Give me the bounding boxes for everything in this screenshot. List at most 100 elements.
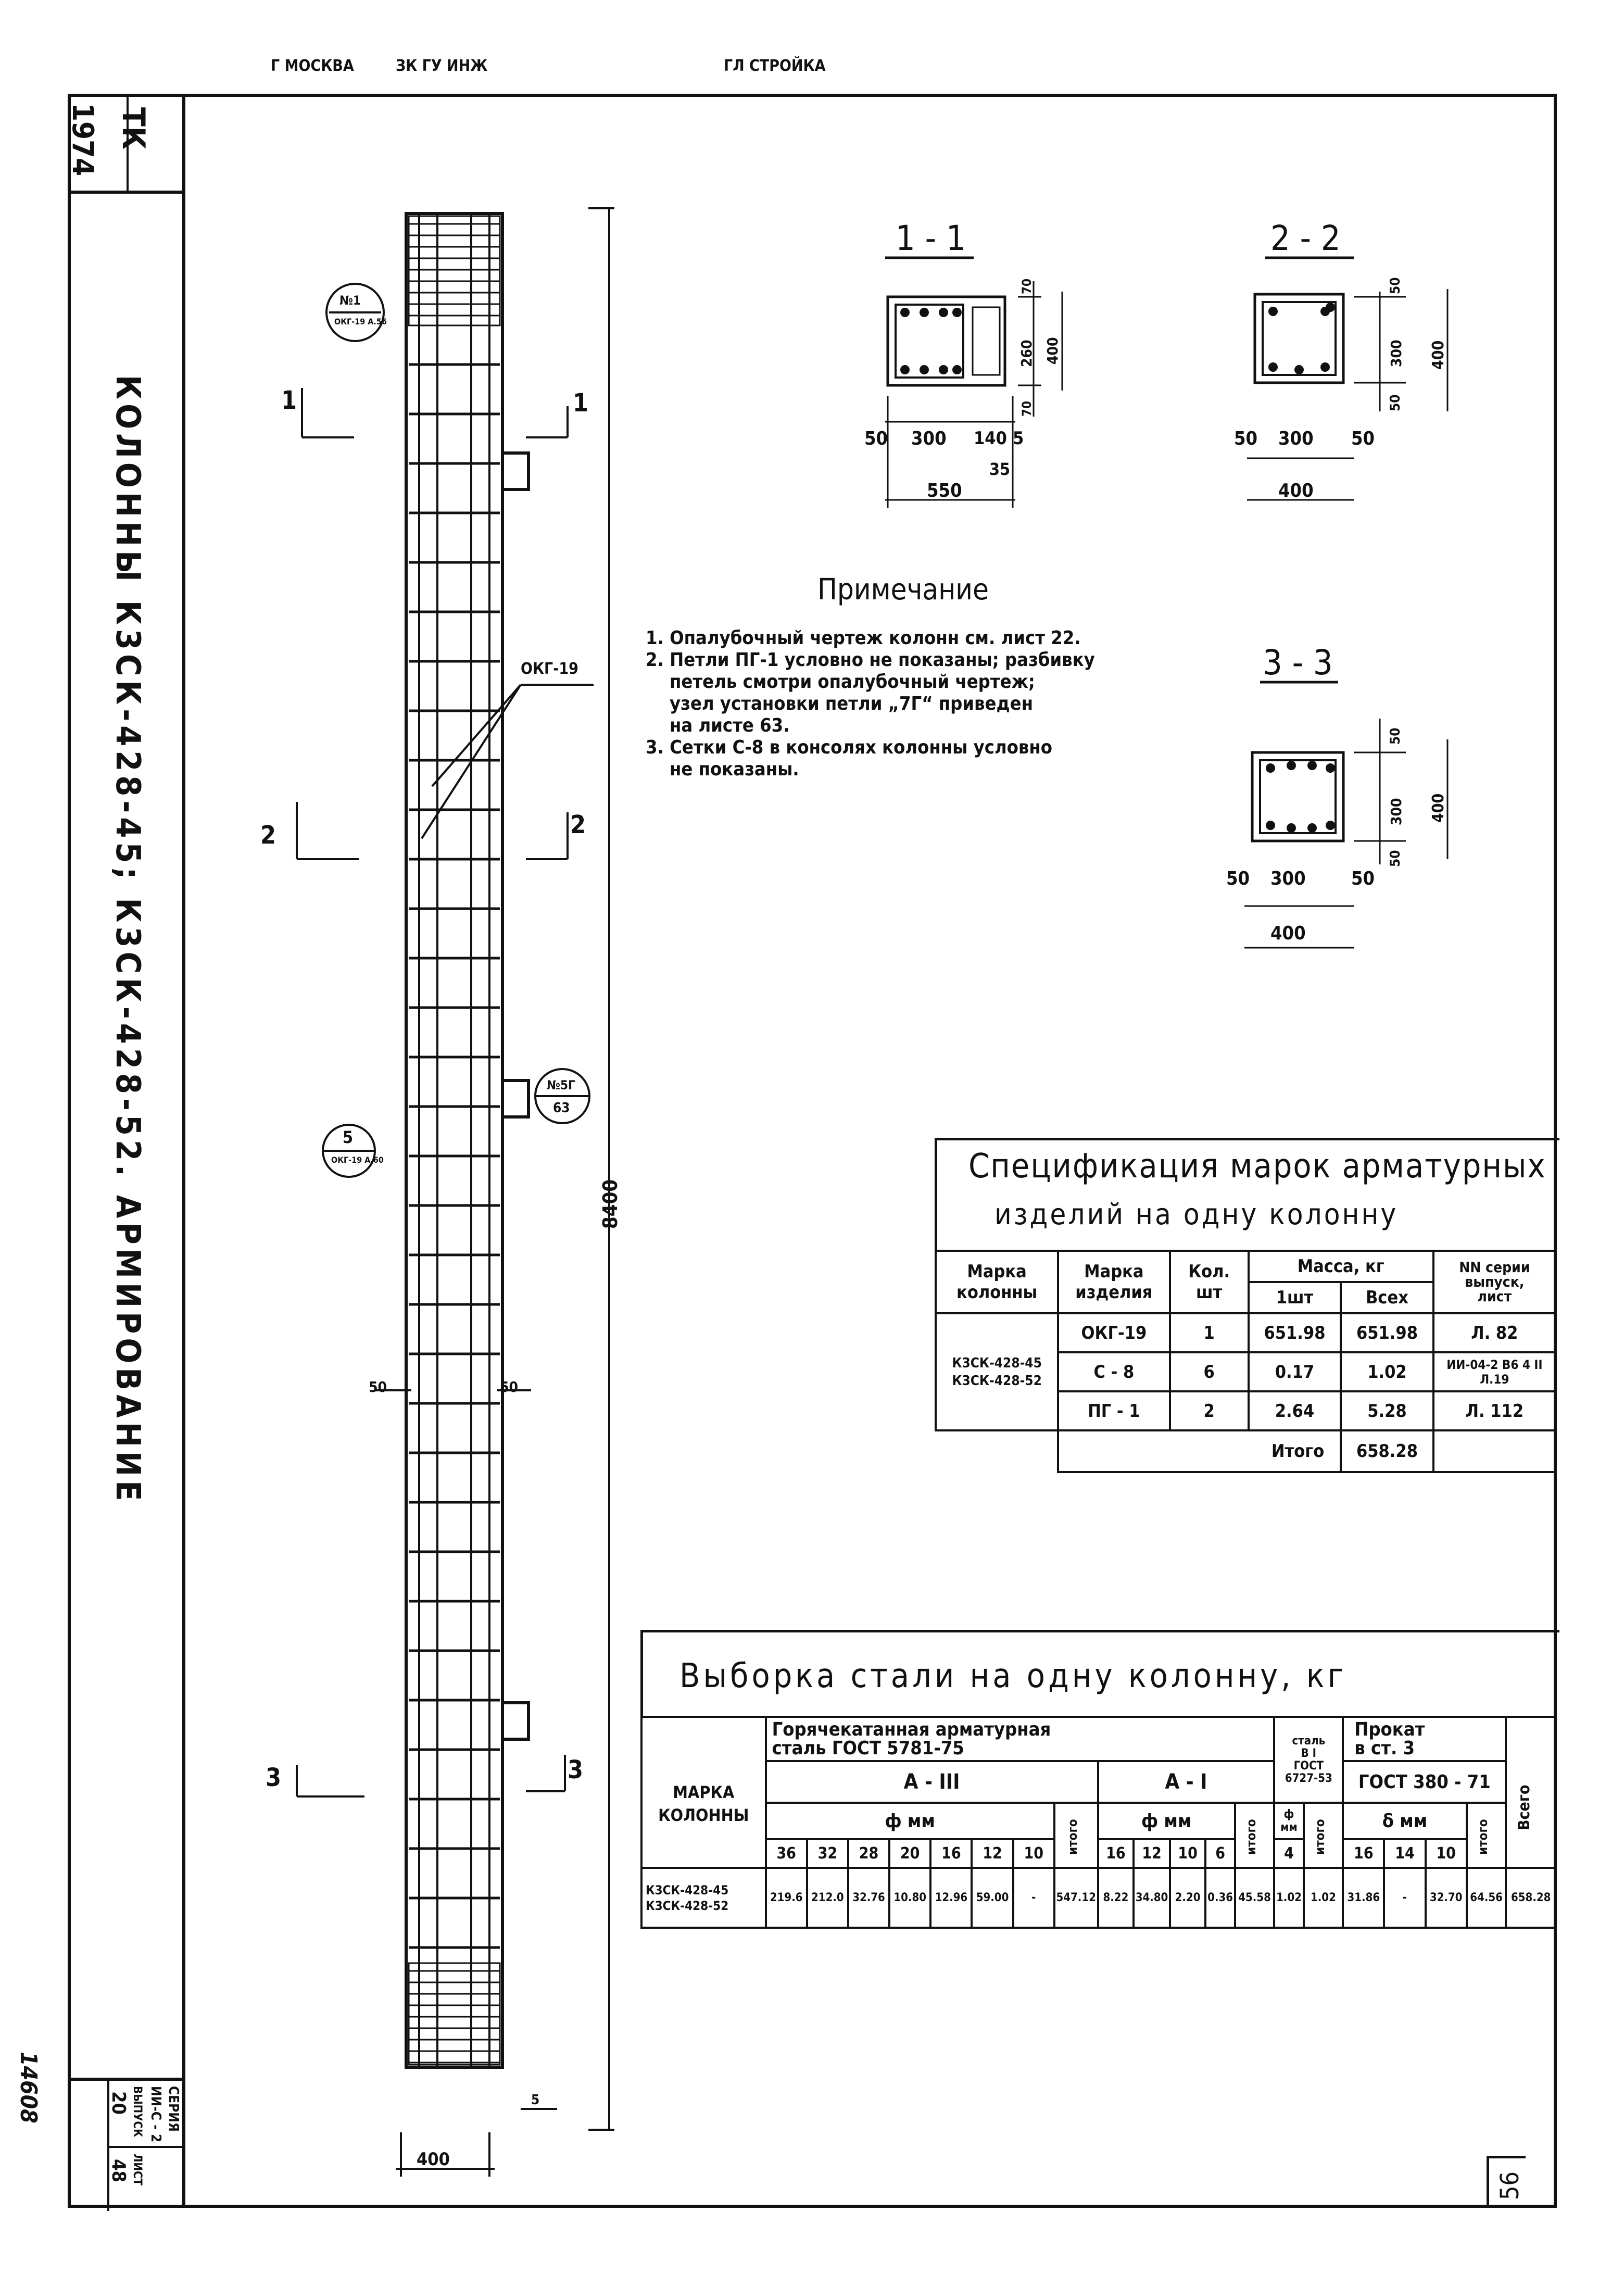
steel-h-a1: А - I <box>1097 1760 1276 1804</box>
node-callout-3-bottom: ОКГ-19 А.60 <box>331 1155 384 1165</box>
s11-dim-a: 50 <box>864 428 888 449</box>
stamp-series-label: СЕРИЯ <box>166 2086 181 2132</box>
table-row: С - 8 6 0.17 1.02 ИИ-04-2 В6 4 II Л.19 <box>936 1351 1557 1392</box>
s22-dim-right-b: 300 <box>1388 340 1405 367</box>
sheet-number: 56 <box>1495 2171 1525 2200</box>
stamp-series-value: ИИ-С - 2 <box>148 2086 163 2143</box>
steel-cell: 547.12 <box>1053 1867 1099 1929</box>
steel-cell: 34.80 <box>1132 1867 1171 1929</box>
table-row: ПГ - 1 2 2.64 5.28 Л. 112 <box>936 1390 1557 1431</box>
s22-dim-c: 50 <box>1351 428 1375 449</box>
s33-dim-right-a: 50 <box>1388 727 1403 745</box>
steel-cell: 212.0 <box>805 1867 849 1929</box>
notes-title: Примечание <box>817 573 989 607</box>
s33-dim-c: 50 <box>1351 868 1375 889</box>
s11-total-right: 400 <box>1044 337 1061 365</box>
steel-cell: 45.58 <box>1233 1867 1276 1929</box>
spec-title-line2: изделий на одну колонну <box>994 1198 1399 1232</box>
steel-diam: 12 <box>1132 1838 1171 1869</box>
node-callout-2-bottom: 63 <box>553 1100 570 1116</box>
s22-dim-b: 300 <box>1278 428 1314 449</box>
stamp-sheet-label: ЛИСТ <box>131 2154 144 2186</box>
spec-cell: 1 <box>1168 1312 1250 1353</box>
spec-cell: Л. 82 <box>1432 1312 1557 1353</box>
section-3-3-title: 3 - 3 <box>1263 643 1333 683</box>
s33-dim-b: 300 <box>1270 868 1306 889</box>
steel-cell: - <box>1012 1867 1055 1929</box>
node-callout-1-top: №1 <box>339 293 361 308</box>
steel-cell: 32.76 <box>847 1867 891 1929</box>
note-line: 2. Петли ПГ-1 условно не показаны; разби… <box>646 649 1095 671</box>
s11-dim-b: 300 <box>911 428 947 449</box>
spec-table-title-box: Спецификация марок арматурных изделий на… <box>935 1138 1559 1252</box>
steel-diam: 10 <box>1012 1838 1055 1869</box>
steel-cell: 10.80 <box>888 1867 932 1929</box>
note-line: 3. Сетки С-8 в консолях колонны условно <box>646 737 1053 758</box>
s11-dim-right-b: 260 <box>1018 340 1035 367</box>
spec-cell: 651.98 <box>1340 1312 1434 1353</box>
header-city: Г МОСКВА <box>271 57 354 75</box>
drawing-frame <box>68 94 1557 2208</box>
spec-total-label: Итого <box>1057 1429 1342 1473</box>
s22-dim-a: 50 <box>1234 428 1258 449</box>
header-org: ГЛ СТРОЙКА <box>724 57 826 75</box>
steel-diam: 6 <box>1204 1838 1236 1869</box>
node-callout-3-top: 5 <box>343 1127 354 1147</box>
section-2-right: 2 <box>570 810 586 839</box>
stamp-top: ТК 1974 <box>66 97 182 194</box>
s11-dim-right-c: 70 <box>1019 400 1034 417</box>
steel-cell: 64.56 <box>1465 1867 1507 1929</box>
steel-h-a1-phi: ф мм <box>1097 1802 1236 1840</box>
spec-cell: ПГ - 1 <box>1057 1390 1171 1431</box>
spec-title-line1: Спецификация марок арматурных <box>968 1147 1546 1186</box>
steel-h-a3: А - III <box>764 1760 1099 1804</box>
steel-h-b1-phi: ф мм <box>1273 1802 1305 1840</box>
s22-total: 400 <box>1278 480 1314 501</box>
length-dimension: 8400 <box>599 1179 622 1229</box>
spec-h-mass: Масса, кг <box>1247 1250 1434 1283</box>
spec-cell: ОКГ-19 <box>1057 1312 1171 1353</box>
s33-total-right: 400 <box>1429 793 1447 823</box>
stamp-issue-value: 20 <box>108 2091 129 2115</box>
archive-number: 14608 <box>15 2052 42 2123</box>
section-1-right: 1 <box>573 388 589 418</box>
spec-cell: 0.17 <box>1247 1351 1342 1392</box>
spec-cell: 2 <box>1168 1390 1250 1431</box>
s11-dim-d: 5 <box>1013 428 1024 449</box>
steel-h-a3-total: итого <box>1053 1802 1099 1869</box>
steel-cell: 1.02 <box>1273 1867 1305 1929</box>
spec-cell: 1.02 <box>1340 1351 1434 1392</box>
steel-diam: 16 <box>1342 1838 1386 1869</box>
sheet-number-box: 56 <box>1487 2156 1526 2208</box>
spec-cell: 651.98 <box>1247 1312 1342 1353</box>
steel-diam: 4 <box>1273 1838 1305 1869</box>
steel-h-rolled-total: итого <box>1465 1802 1507 1869</box>
steel-h-b1-total: итого <box>1302 1802 1344 1869</box>
spec-cell: ИИ-04-2 В6 4 II Л.19 <box>1432 1351 1557 1392</box>
steel-diam: 16 <box>1097 1838 1135 1869</box>
section-1-left: 1 <box>281 386 297 415</box>
spec-h-qty: Кол.шт <box>1168 1250 1250 1314</box>
steel-cell: 2.20 <box>1168 1867 1207 1929</box>
steel-cell: 1.02 <box>1302 1867 1344 1929</box>
s11-dim-c: 140 <box>974 428 1007 449</box>
stamp-bottom: СЕРИЯ ИИ-С - 2 ВЫПУСК 20 ЛИСТ 48 <box>71 2078 182 2211</box>
s33-dim-right-b: 300 <box>1388 798 1405 825</box>
callout-okg19: ОКГ-19 <box>521 660 578 678</box>
steel-cell: 0.36 <box>1204 1867 1236 1929</box>
spec-h-mass-one: 1шт <box>1247 1281 1342 1314</box>
steel-h-delta: δ мм <box>1342 1802 1468 1840</box>
steel-h-a3-phi: ф мм <box>764 1802 1055 1840</box>
spec-cell: 2.64 <box>1247 1390 1342 1431</box>
s33-total: 400 <box>1270 923 1306 944</box>
section-1-1-title: 1 - 1 <box>896 218 966 258</box>
notes-list: 1. Опалубочный чертеж колонн см. лист 22… <box>646 627 1229 781</box>
stamp-sheet-value: 48 <box>108 2159 129 2183</box>
steel-h-gost380: ГОСТ 380 - 71 <box>1342 1760 1507 1804</box>
steel-diameter-row: 36 32 28 20 16 12 10 16 12 10 6 4 16 14 … <box>641 1838 1556 1869</box>
